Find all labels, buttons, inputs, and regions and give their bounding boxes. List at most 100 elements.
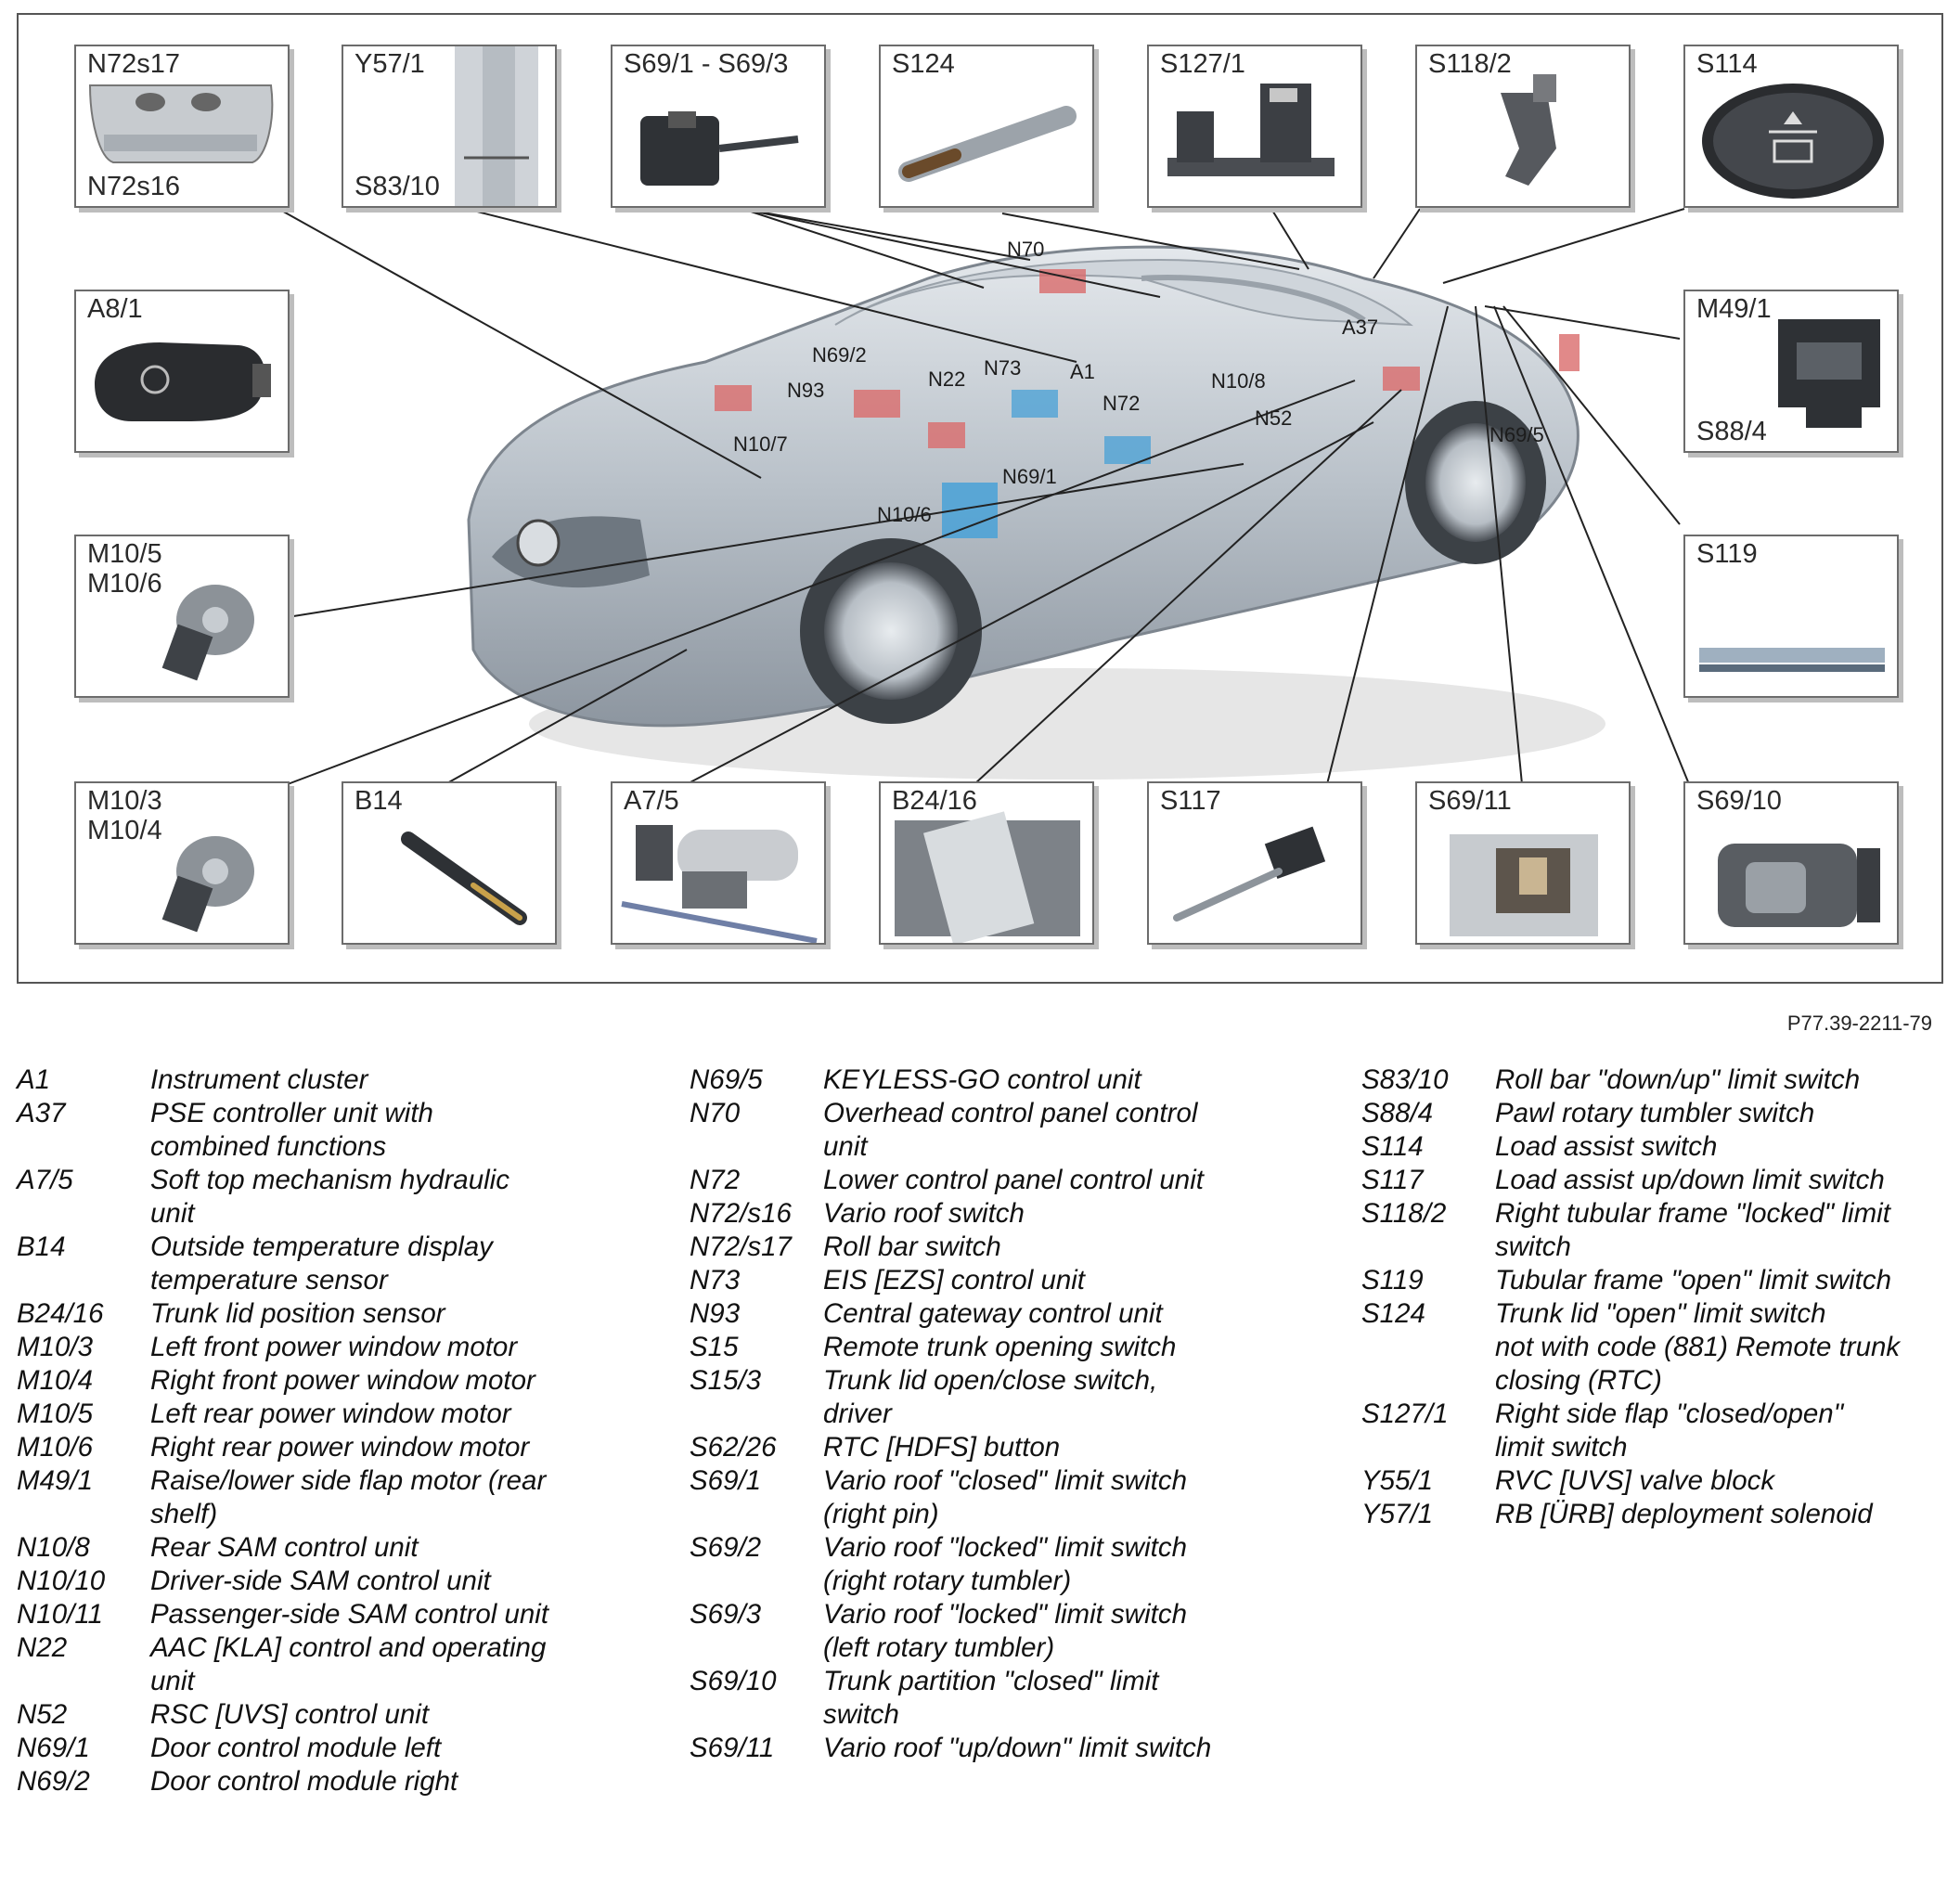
legend-description-line: not with code (881) Remote trunk [1495, 1332, 1901, 1362]
legend-code: S117 [1361, 1165, 1424, 1195]
legend-description: RSC [UVS] control unit [150, 1698, 429, 1732]
side-flap-switch-icon [1167, 84, 1335, 176]
limit-switch-icon [640, 111, 799, 186]
legend-description-line: driver [823, 1399, 892, 1429]
legend-code: N72/s17 [690, 1231, 792, 1262]
leader-lines [277, 205, 1690, 785]
callout-a1: A1 [1070, 360, 1095, 383]
trunk-limit-switch-icon [898, 106, 1077, 182]
legend-code: S69/10 [690, 1666, 777, 1696]
legend-code: N10/10 [17, 1566, 106, 1596]
callout-n52: N52 [1255, 406, 1292, 430]
legend-description-line: Raise/lower side flap motor (rear [150, 1465, 547, 1496]
tile-label: M10/6 [87, 569, 162, 599]
legend-description-line: closing (RTC) [1495, 1365, 1662, 1396]
legend-code: Y57/1 [1361, 1499, 1434, 1529]
legend-description: Door control module left [150, 1732, 441, 1765]
legend-description: Vario roof "closed" limit switch(right p… [823, 1464, 1187, 1531]
legend-code: N93 [690, 1298, 741, 1329]
tile-s118-2: S118/2 [1415, 45, 1631, 208]
load-assist-button-icon [1702, 84, 1884, 199]
tile-m49-1-s88-4: M49/1 S88/4 [1683, 290, 1899, 453]
legend-description-line: (right rotary tumbler) [823, 1566, 1072, 1596]
legend-code: A37 [17, 1098, 66, 1128]
trunk-position-sensor-icon [895, 811, 1080, 943]
tile-label: Y57/1 [355, 49, 425, 79]
tile-b14: B14 [342, 781, 557, 945]
tile-label: S119 [1696, 539, 1758, 569]
legend-description-line: Vario roof "up/down" limit switch [823, 1733, 1212, 1763]
legend-code: S69/3 [690, 1599, 762, 1630]
tubular-frame-open-switch-icon [1699, 648, 1885, 672]
legend-code: M10/4 [17, 1365, 93, 1396]
legend-code: N72/s16 [690, 1198, 792, 1229]
legend-code: A7/5 [17, 1165, 73, 1195]
legend-description: Roll bar switch [823, 1231, 1001, 1264]
tile-label: S114 [1696, 49, 1758, 79]
legend-description-line: Lower control panel control unit [823, 1165, 1204, 1195]
callout-n10-7: N10/7 [733, 432, 788, 456]
tile-m10-3-4: M10/3 M10/4 [74, 781, 290, 945]
window-motor-icon [161, 836, 254, 933]
tile-label: S83/10 [355, 172, 440, 201]
legend-description: Vario roof "locked" limit switch(left ro… [823, 1598, 1187, 1665]
tile-label: M10/3 [87, 786, 162, 816]
legend-description-line: RB [ÜRB] deployment solenoid [1495, 1499, 1873, 1529]
legend-description-line: PSE controller unit with [150, 1098, 433, 1128]
legend-code: S119 [1361, 1265, 1424, 1295]
callout-n69-2: N69/2 [812, 343, 867, 367]
key-fob-icon [95, 342, 271, 421]
legend-description-line: unit [150, 1198, 195, 1229]
legend-description: Vario roof switch [823, 1197, 1025, 1231]
legend-description: Load assist switch [1495, 1130, 1717, 1164]
tile-label: M49/1 [1696, 294, 1772, 324]
legend-description-line: Remote trunk opening switch [823, 1332, 1177, 1362]
legend-description-line: temperature sensor [150, 1265, 388, 1295]
legend-description-line: Right tubular frame "locked" limit [1495, 1198, 1890, 1229]
callout-n70: N70 [1007, 238, 1044, 261]
tile-s117: S117 [1147, 781, 1362, 945]
legend-code: S69/2 [690, 1532, 762, 1563]
legend-description-line: Instrument cluster [150, 1064, 368, 1095]
legend-description: Trunk lid open/close switch,driver [823, 1364, 1157, 1431]
legend-description-line: Roll bar "down/up" limit switch [1495, 1064, 1861, 1095]
legend-code: N10/8 [17, 1532, 90, 1563]
legend-code: M10/6 [17, 1432, 93, 1463]
tile-label: A7/5 [624, 786, 679, 816]
legend-description-line: switch [823, 1699, 899, 1730]
legend-description-line: Driver-side SAM control unit [150, 1566, 491, 1596]
legend-code: S15/3 [690, 1365, 762, 1396]
legend-description: Right rear power window motor [150, 1431, 529, 1464]
legend-code: B14 [17, 1231, 66, 1262]
legend-description-line: Soft top mechanism hydraulic [150, 1165, 509, 1195]
tile-n72-switches: N72s17 N72s16 [74, 45, 290, 208]
legend-description-line: Right front power window motor [150, 1365, 535, 1396]
tile-label: S117 [1160, 786, 1221, 816]
callout-n69-5: N69/5 [1489, 423, 1544, 446]
legend-description-line: Trunk lid "open" limit switch [1495, 1298, 1826, 1329]
legend-code: S127/1 [1361, 1399, 1449, 1429]
legend-code: N52 [17, 1699, 68, 1730]
legend-description: RVC [UVS] valve block [1495, 1464, 1774, 1498]
legend-description-line: Outside temperature display [150, 1231, 493, 1262]
legend-description: Lower control panel control unit [823, 1164, 1204, 1197]
tile-b24-16: B24/16 [879, 781, 1094, 945]
legend-description: EIS [EZS] control unit [823, 1264, 1085, 1297]
